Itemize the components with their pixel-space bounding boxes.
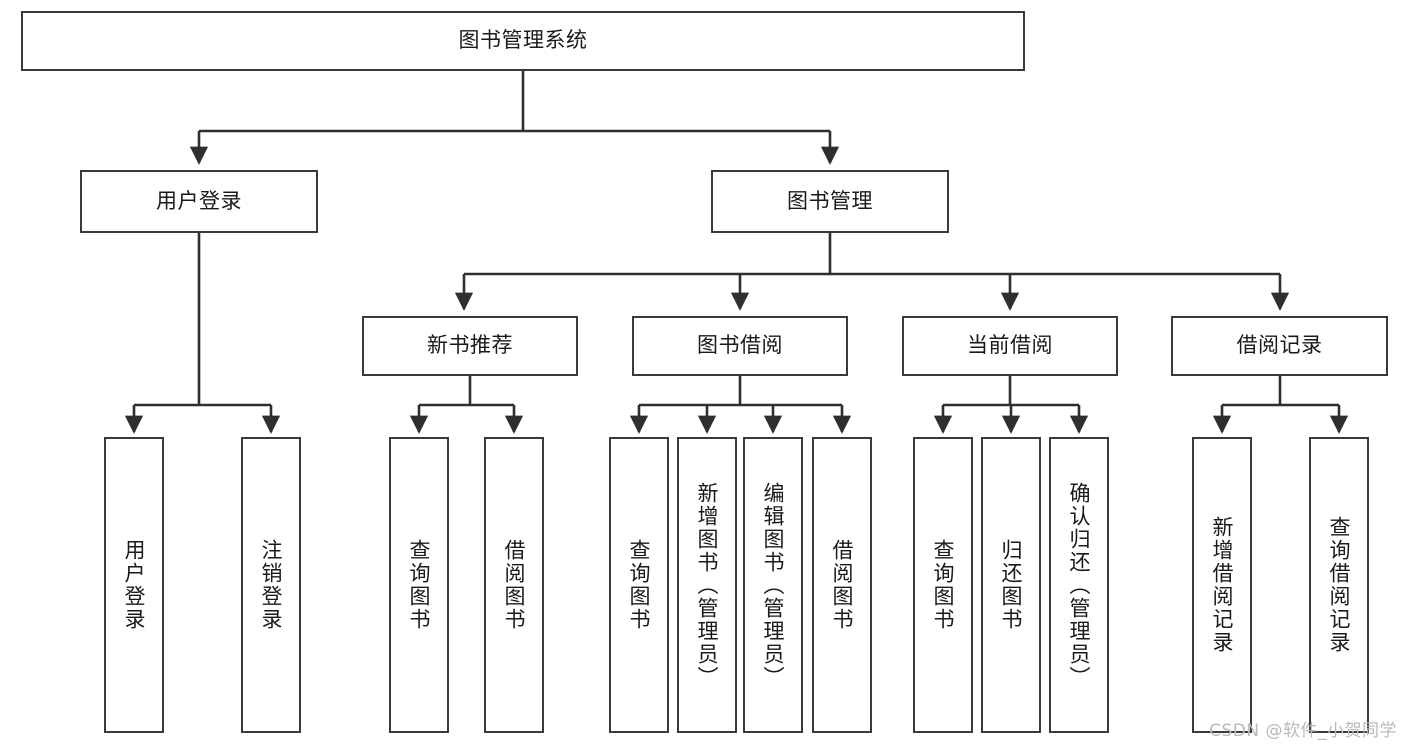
node-label: 查询图书 xyxy=(407,539,432,631)
node-label: 当前借阅 xyxy=(967,333,1053,358)
node-label: 注销登录 xyxy=(259,539,284,631)
node-label: 借阅记录 xyxy=(1236,333,1323,358)
node-label: 用户登录 xyxy=(122,539,147,631)
node-label: 图书管理 xyxy=(787,188,873,213)
node-label: 查询图书 xyxy=(627,539,652,631)
node-label: 借阅图书 xyxy=(502,539,527,631)
leaf-query-book-current[interactable]: 查询图书 xyxy=(913,437,973,733)
leaf-confirm-return-admin[interactable]: 确认归还（管理员） xyxy=(1049,437,1109,733)
node-label: 新增图书（管理员） xyxy=(695,481,720,689)
leaf-user-login[interactable]: 用户登录 xyxy=(104,437,164,733)
node-root-book-management-system[interactable]: 图书管理系统 xyxy=(21,11,1025,71)
node-new-book-recommendation[interactable]: 新书推荐 xyxy=(362,316,578,376)
leaf-add-book-admin[interactable]: 新增图书（管理员） xyxy=(677,437,737,733)
node-label: 图书借阅 xyxy=(697,333,783,358)
node-label: 借阅图书 xyxy=(830,539,855,631)
node-label: 图书管理系统 xyxy=(458,28,588,53)
node-label: 归还图书 xyxy=(999,539,1024,631)
node-label: 确认归还（管理员） xyxy=(1067,481,1092,689)
leaf-borrow-book[interactable]: 借阅图书 xyxy=(812,437,872,733)
node-user-login[interactable]: 用户登录 xyxy=(80,170,318,233)
node-label: 用户登录 xyxy=(156,188,242,213)
node-book-borrowing[interactable]: 图书借阅 xyxy=(632,316,848,376)
node-label: 查询借阅记录 xyxy=(1327,516,1352,654)
leaf-add-borrow-record[interactable]: 新增借阅记录 xyxy=(1192,437,1252,733)
node-label: 新增借阅记录 xyxy=(1210,516,1235,654)
leaf-return-book[interactable]: 归还图书 xyxy=(981,437,1041,733)
leaf-query-book-new[interactable]: 查询图书 xyxy=(389,437,449,733)
leaf-logout[interactable]: 注销登录 xyxy=(241,437,301,733)
node-current-borrowing[interactable]: 当前借阅 xyxy=(902,316,1118,376)
node-label: 查询图书 xyxy=(931,539,956,631)
leaf-query-borrow-record[interactable]: 查询借阅记录 xyxy=(1309,437,1369,733)
node-label: 新书推荐 xyxy=(427,333,513,358)
node-borrow-records[interactable]: 借阅记录 xyxy=(1171,316,1388,376)
node-label: 编辑图书（管理员） xyxy=(761,481,786,689)
leaf-edit-book-admin[interactable]: 编辑图书（管理员） xyxy=(743,437,803,733)
leaf-query-book-borrow[interactable]: 查询图书 xyxy=(609,437,669,733)
leaf-borrow-book-new[interactable]: 借阅图书 xyxy=(484,437,544,733)
node-book-management[interactable]: 图书管理 xyxy=(711,170,949,233)
